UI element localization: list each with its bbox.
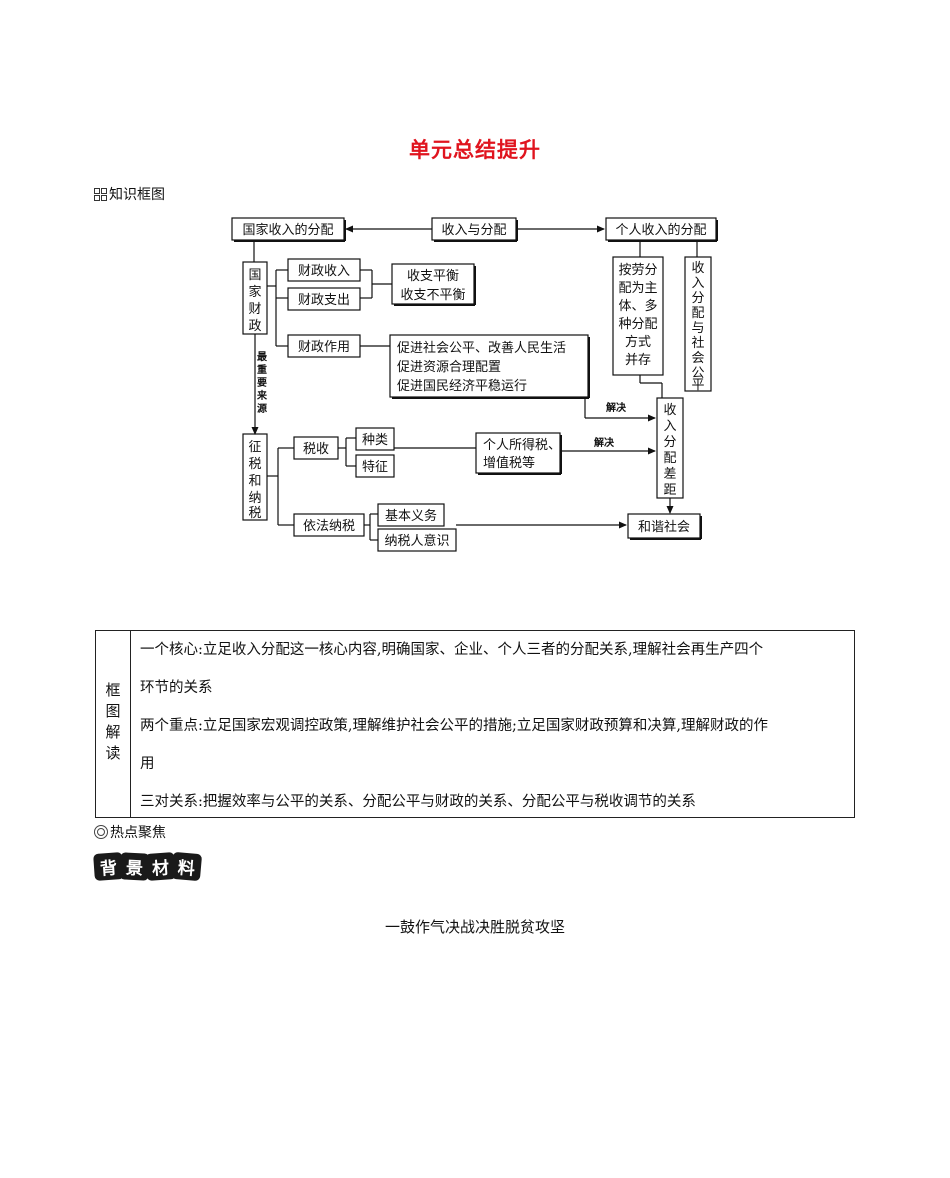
svg-text:分: 分 [663,435,676,450]
svg-text:重: 重 [257,363,267,376]
svg-text:税: 税 [248,457,261,472]
label-types: 种类 [362,433,388,448]
label-solve-2: 解决 [594,436,615,449]
svg-text:公: 公 [691,366,704,381]
label-tax: 税收 [303,442,329,457]
label-basic-duty: 基本义务 [385,508,437,524]
box-distribution-mode [612,256,664,376]
svg-text:与: 与 [691,321,704,336]
svg-text:要: 要 [257,377,267,389]
label-tax-levy: 征 税 和 纳 税 [248,440,261,521]
table-side-label-cell: 框图解读 [96,631,131,817]
svg-text:收: 收 [663,403,676,418]
box-fiscal-expenditure [287,287,361,311]
svg-text:政: 政 [248,319,261,334]
label-role-2: 促进资源合理配置 [397,360,501,375]
svg-text:配: 配 [691,306,704,321]
svg-text:社: 社 [691,335,704,351]
table-content: 一个核心:立足收入分配这一核心内容,明确国家、企业、个人三者的分配关系,理解社会… [140,631,846,821]
knowledge-map-heading: 知识框图 [94,184,165,204]
background-title: 一鼓作气决战决胜脱贫攻坚 [384,918,565,936]
box-tax-levy [242,433,268,521]
svg-text:会: 会 [691,351,704,366]
table-line: 环节的关系 [140,680,213,696]
label-fairness: 收 入 分 配 与 社 会 公 平 [691,261,704,393]
grid-icon [94,187,107,201]
svg-text:征: 征 [248,440,261,455]
label-personal-distribution: 个人收入的分配 [615,222,706,238]
table-line: 三对关系:把握效率与公平的关系、分配公平与财政的关系、分配公平与税收调节的关系 [140,794,696,810]
page-title: 单元总结提升 [409,137,541,162]
svg-text:距: 距 [663,483,676,498]
svg-text:财: 财 [248,302,261,317]
label-role-1: 促进社会公平、改善人民生活 [397,340,566,356]
svg-text:方式: 方式 [625,334,651,350]
box-basic-duty [377,503,445,527]
svg-text:体、多: 体、多 [618,298,657,314]
label-income-distribution: 收入与分配 [441,223,506,238]
label-income-gap: 收 入 分 配 差 距 [663,403,676,498]
knowledge-diagram: 国家收入的分配 收入与分配 个人收入的分配 国 家 财 政 财政收入 财政支出 … [231,217,718,552]
svg-text:收: 收 [691,261,704,276]
svg-text:分: 分 [691,291,704,306]
svg-text:按劳分: 按劳分 [618,262,657,278]
svg-text:纳: 纳 [248,491,261,506]
box-fairness [684,256,712,392]
svg-text:入: 入 [663,419,676,434]
svg-text:税: 税 [248,506,261,521]
label-national-distribution: 国家收入的分配 [242,222,333,238]
svg-text:源: 源 [257,402,267,415]
label-fiscal-expenditure: 财政支出 [298,293,350,308]
box-taxpayer-awareness [377,528,457,552]
svg-text:配为主: 配为主 [618,281,657,296]
box-types [355,427,395,451]
label-taxpayer-awareness: 纳税人意识 [384,533,449,549]
label-distribution-mode: 按劳分 配为主 体、多 种分配 方式 并存 [618,262,657,368]
label-fiscal-revenue: 财政收入 [298,264,350,279]
label-solve-1: 解决 [606,401,627,414]
banner-char: 料 [170,851,203,882]
label-balance: 收支平衡 [407,269,459,284]
label-lawful-tax: 依法纳税 [303,519,355,534]
svg-text:家: 家 [248,284,261,300]
svg-text:入: 入 [691,276,704,291]
svg-text:最: 最 [257,351,268,363]
svg-text:并存: 并存 [625,353,651,368]
label-fiscal-role: 财政作用 [298,340,350,355]
label-role-3: 促进国民经济平稳运行 [397,378,527,394]
label-harmonious-society: 和谐社会 [638,519,690,535]
background-material-banner: 背 景 材 料 [93,851,203,882]
label-national-finance: 国 家 财 政 [248,268,261,334]
diagram-interpretation-table: 框图解读 一个核心:立足收入分配这一核心内容,明确国家、企业、个人三者的分配关系… [95,630,855,818]
table-side-label: 框图解读 [103,682,122,766]
table-line: 用 [140,756,155,772]
box-features [355,454,395,478]
label-tax-example-2: 增值税等 [483,455,535,471]
svg-text:国: 国 [248,268,261,283]
label-tax-example-1: 个人所得税、 [483,437,561,453]
svg-text:配: 配 [663,451,676,466]
svg-text:差: 差 [663,467,676,482]
hotspot-label: 热点聚焦 [110,825,166,841]
table-line: 一个核心:立足收入分配这一核心内容,明确国家、企业、个人三者的分配关系,理解社会… [140,642,764,658]
label-features: 特征 [362,460,388,475]
target-icon [94,825,108,839]
svg-text:种分配: 种分配 [618,317,657,332]
svg-text:来: 来 [256,389,268,402]
hotspot-heading: 热点聚焦 [94,822,166,842]
label-main-source: 最 重 要 来 源 [256,351,268,415]
label-imbalance: 收支不平衡 [400,288,465,303]
table-line: 两个重点:立足国家宏观调控政策,理解维护社会公平的措施;立足国家财政预算和决算,… [140,718,768,734]
knowledge-map-label: 知识框图 [109,187,165,203]
svg-text:和: 和 [248,474,261,489]
svg-text:平: 平 [691,378,704,393]
